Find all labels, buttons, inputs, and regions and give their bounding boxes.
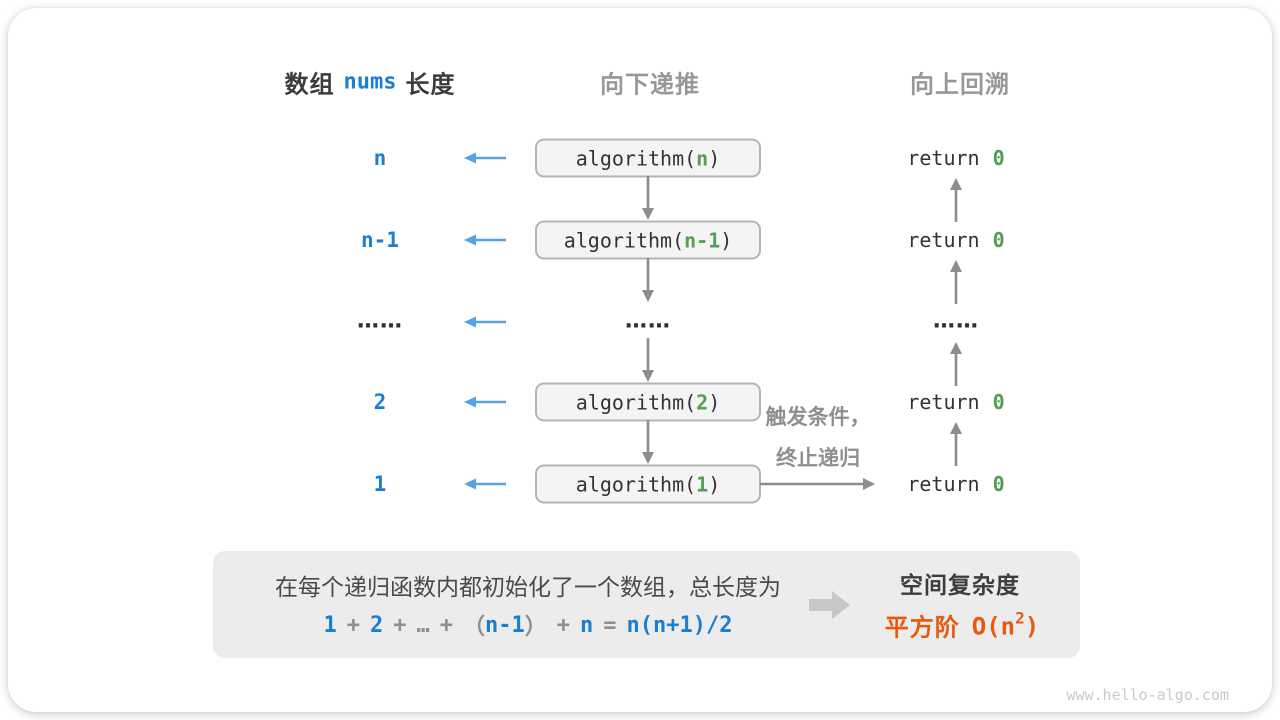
up-arrow-icon (948, 422, 964, 466)
return-value: 0 (992, 472, 1005, 496)
header-array-suffix: 长度 (405, 71, 456, 99)
down-arrow-icon (640, 176, 656, 220)
space-complexity-title: 空间复杂度 (900, 572, 1020, 598)
trigger-condition-line2: 终止递归 (776, 447, 860, 470)
call-box-n-1: algorithm(n-1) (535, 220, 761, 260)
summary-description: 在每个递归函数内都初始化了一个数组，总长度为 (275, 574, 781, 600)
depth-label-n-1: n-1 (361, 228, 399, 252)
depth-label-n: n (373, 146, 387, 170)
right-arrow-icon (760, 476, 876, 492)
down-arrow-icon (640, 338, 656, 382)
down-arrow-icon (640, 258, 656, 302)
return-value: 0 (992, 390, 1005, 414)
block-arrow-icon (809, 589, 851, 621)
header-backtrack-up: 向上回溯 (910, 71, 1010, 99)
trigger-condition-line1: 触发条件， (765, 406, 871, 429)
call-box-n: algorithm(n) (535, 138, 761, 178)
return-ellipsis: …… (933, 308, 979, 334)
depth-label-2: 2 (373, 390, 387, 414)
summary-formula: 1+2+…+（n-1）+n=n(n+1)/2 (323, 612, 733, 641)
header-array-prefix: 数组 (284, 71, 335, 99)
call-ellipsis: …… (625, 308, 671, 334)
depth-label-ellipsis: …… (357, 308, 403, 334)
return-value: 0 (992, 146, 1005, 170)
header-array-code: nums (343, 69, 397, 95)
left-arrow-icon (463, 477, 507, 491)
depth-label-1: 1 (373, 472, 387, 496)
diagram-card: 数组 nums 长度 向下递推 向上回溯 n n-1 …… 2 1 algori… (8, 8, 1272, 712)
left-arrow-icon (463, 151, 507, 165)
left-arrow-icon (463, 395, 507, 409)
header-array-length: 数组 nums 长度 (285, 65, 456, 100)
call-arg: 2 (696, 390, 709, 414)
watermark: www.hello-algo.com (1066, 686, 1229, 704)
call-arg: n (696, 146, 709, 170)
header-recurse-down: 向下递推 (600, 71, 700, 99)
exponent: 2 (1015, 608, 1025, 627)
up-arrow-icon (948, 260, 964, 304)
call-box-1: algorithm(1) (535, 464, 761, 504)
left-arrow-icon (463, 233, 507, 247)
return-value: 0 (992, 228, 1005, 252)
up-arrow-icon (948, 342, 964, 386)
summary-box: 在每个递归函数内都初始化了一个数组，总长度为 1+2+…+（n-1）+n=n(n… (213, 551, 1080, 658)
left-arrow-icon (463, 315, 507, 329)
call-arg: 1 (696, 472, 709, 496)
call-box-2: algorithm(2) (535, 382, 761, 422)
down-arrow-icon (640, 420, 656, 464)
up-arrow-icon (948, 178, 964, 222)
call-arg: n-1 (684, 228, 721, 252)
